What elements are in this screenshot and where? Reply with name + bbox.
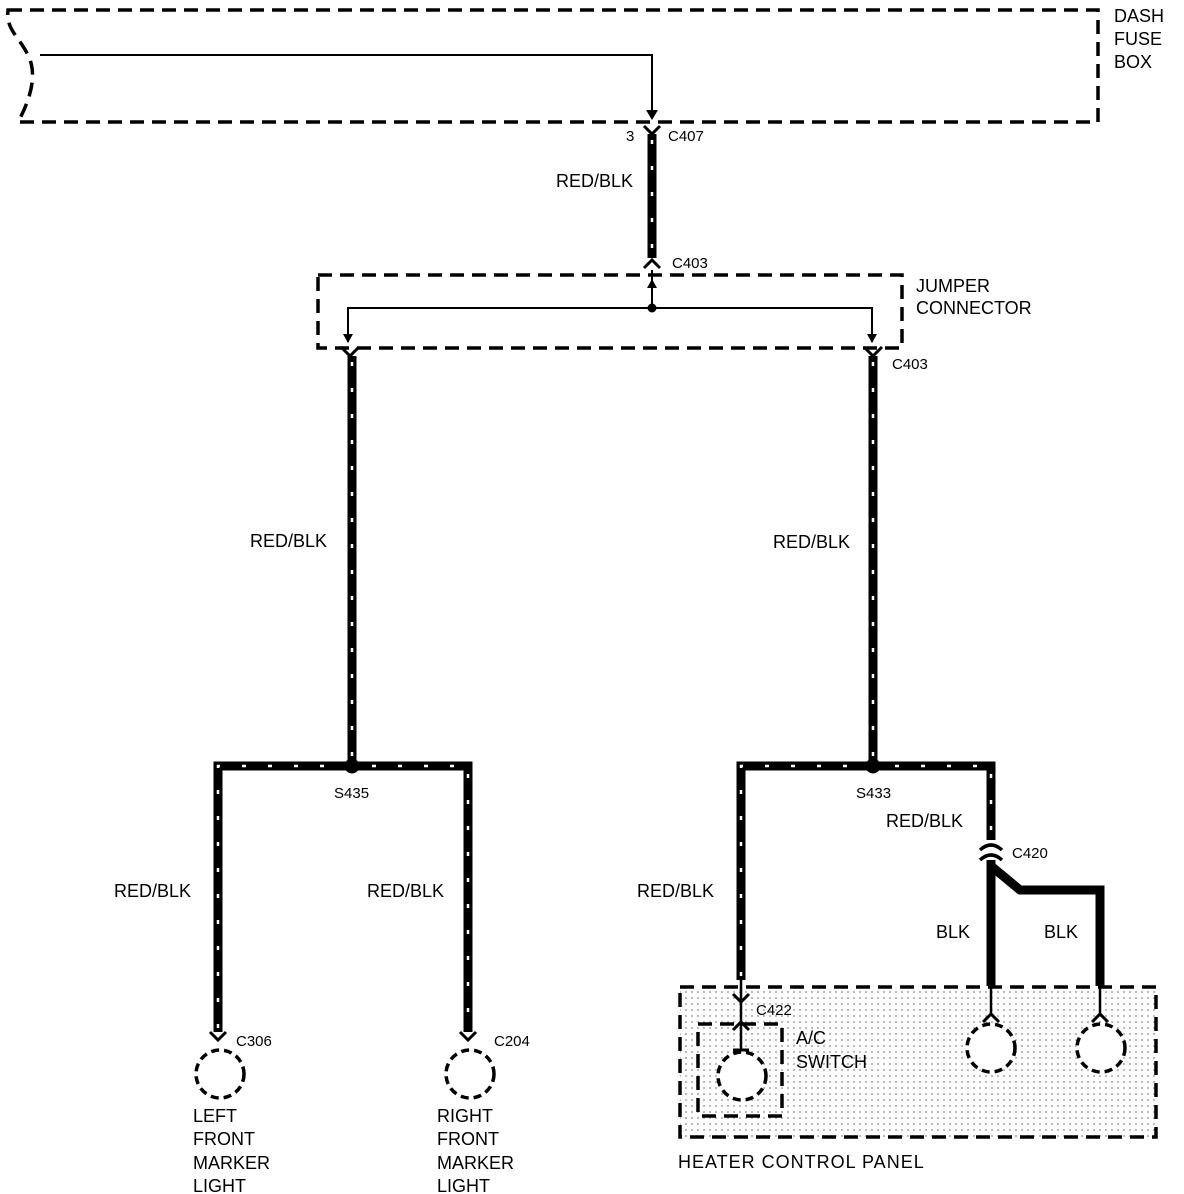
c403-bottom-label: C403 xyxy=(892,356,928,373)
dash-fuse-box-label-3: BOX xyxy=(1114,52,1152,72)
splice-s433-branch: S433 RED/BLK RED/BLK xyxy=(637,758,996,980)
connector-c420: C420 BLK BLK xyxy=(936,843,1105,986)
right-marker-label-4: LIGHT xyxy=(437,1176,490,1194)
left-front-marker-light: C306 LEFT FRONT MARKER LIGHT xyxy=(193,1030,272,1194)
splice-s435-branch: S435 RED/BLK RED/BLK xyxy=(114,758,473,1032)
left-marker-label-4: LIGHT xyxy=(193,1176,246,1194)
wire-label-fuse-to-jumper: RED/BLK xyxy=(556,171,633,191)
wire-label-right-marker: RED/BLK xyxy=(367,881,444,901)
ac-switch-label-2: SWITCH xyxy=(796,1052,867,1072)
connector-c407: 3 C407 xyxy=(626,124,704,145)
wire-label-left-marker: RED/BLK xyxy=(114,881,191,901)
left-marker-label-3: MARKER xyxy=(193,1153,270,1173)
c420-label: C420 xyxy=(1012,845,1048,862)
dash-fuse-box-label-2: FUSE xyxy=(1114,29,1162,49)
c306-label: C306 xyxy=(236,1033,272,1050)
heater-control-panel-label: HEATER CONTROL PANEL xyxy=(678,1152,925,1172)
s435-label: S435 xyxy=(334,785,369,802)
jumper-connector-label-1: JUMPER xyxy=(916,276,990,296)
right-marker-label-2: FRONT xyxy=(437,1129,499,1149)
dash-fuse-box: DASH FUSE BOX xyxy=(6,6,1164,124)
wire-jumper-left: RED/BLK xyxy=(250,356,357,766)
s433-label: S433 xyxy=(856,785,891,802)
right-marker-label-3: MARKER xyxy=(437,1153,514,1173)
heater-panel-terminal-1 xyxy=(965,986,1017,1074)
ac-switch-label-1: A/C xyxy=(796,1028,826,1048)
wire-label-jumper-right: RED/BLK xyxy=(773,532,850,552)
left-marker-label-2: FRONT xyxy=(193,1129,255,1149)
jumper-connector: C403 JUMPER CONNECTOR C403 xyxy=(316,255,1032,373)
c422-label: C422 xyxy=(756,1002,792,1019)
heater-panel-terminal-2 xyxy=(1075,986,1127,1074)
c204-label: C204 xyxy=(494,1033,530,1050)
dash-fuse-box-label-1: DASH xyxy=(1114,6,1164,26)
c407-pin-label: 3 xyxy=(626,128,634,145)
splice-s435-dot xyxy=(344,758,360,774)
splice-s433-dot xyxy=(865,758,881,774)
wire-label-to-c420: RED/BLK xyxy=(886,811,963,831)
wire-jumper-right: RED/BLK xyxy=(773,356,878,766)
jumper-connector-label-2: CONNECTOR xyxy=(916,298,1032,318)
right-marker-label-1: RIGHT xyxy=(437,1106,493,1126)
ac-switch: C422 A/C SWITCH xyxy=(696,980,867,1118)
left-marker-label-1: LEFT xyxy=(193,1106,237,1126)
c403-top-label: C403 xyxy=(672,255,708,272)
wire-fuse-to-jumper: RED/BLK xyxy=(556,134,657,258)
right-front-marker-light: C204 RIGHT FRONT MARKER LIGHT xyxy=(437,1030,530,1194)
wire-label-blk-1: BLK xyxy=(936,922,970,942)
wire-label-ac-switch: RED/BLK xyxy=(637,881,714,901)
wire-label-jumper-left: RED/BLK xyxy=(250,531,327,551)
wire-label-blk-2: BLK xyxy=(1044,922,1078,942)
c407-label: C407 xyxy=(668,128,704,145)
